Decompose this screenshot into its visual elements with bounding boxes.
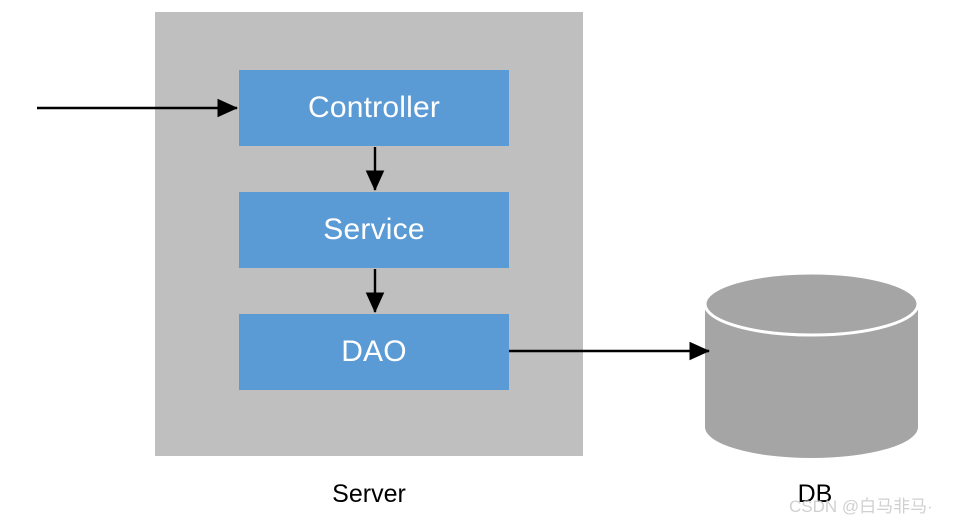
cylinder-top-ellipse xyxy=(703,271,920,337)
layer-label-controller: Controller xyxy=(307,91,441,124)
cylinder-body xyxy=(705,304,918,458)
database-caption: DB xyxy=(797,480,833,508)
database-cylinder xyxy=(703,271,920,458)
layer-box-controller[interactable]: Controller xyxy=(239,70,509,146)
layer-label-service: Service xyxy=(323,213,425,246)
layer-label-dao: DAO xyxy=(341,335,407,368)
csdn-watermark: CSDN @白马非马· xyxy=(789,497,933,516)
layer-box-service[interactable]: Service xyxy=(239,192,509,268)
layer-box-dao[interactable]: DAO xyxy=(239,314,509,390)
server-caption: Server xyxy=(332,480,406,508)
